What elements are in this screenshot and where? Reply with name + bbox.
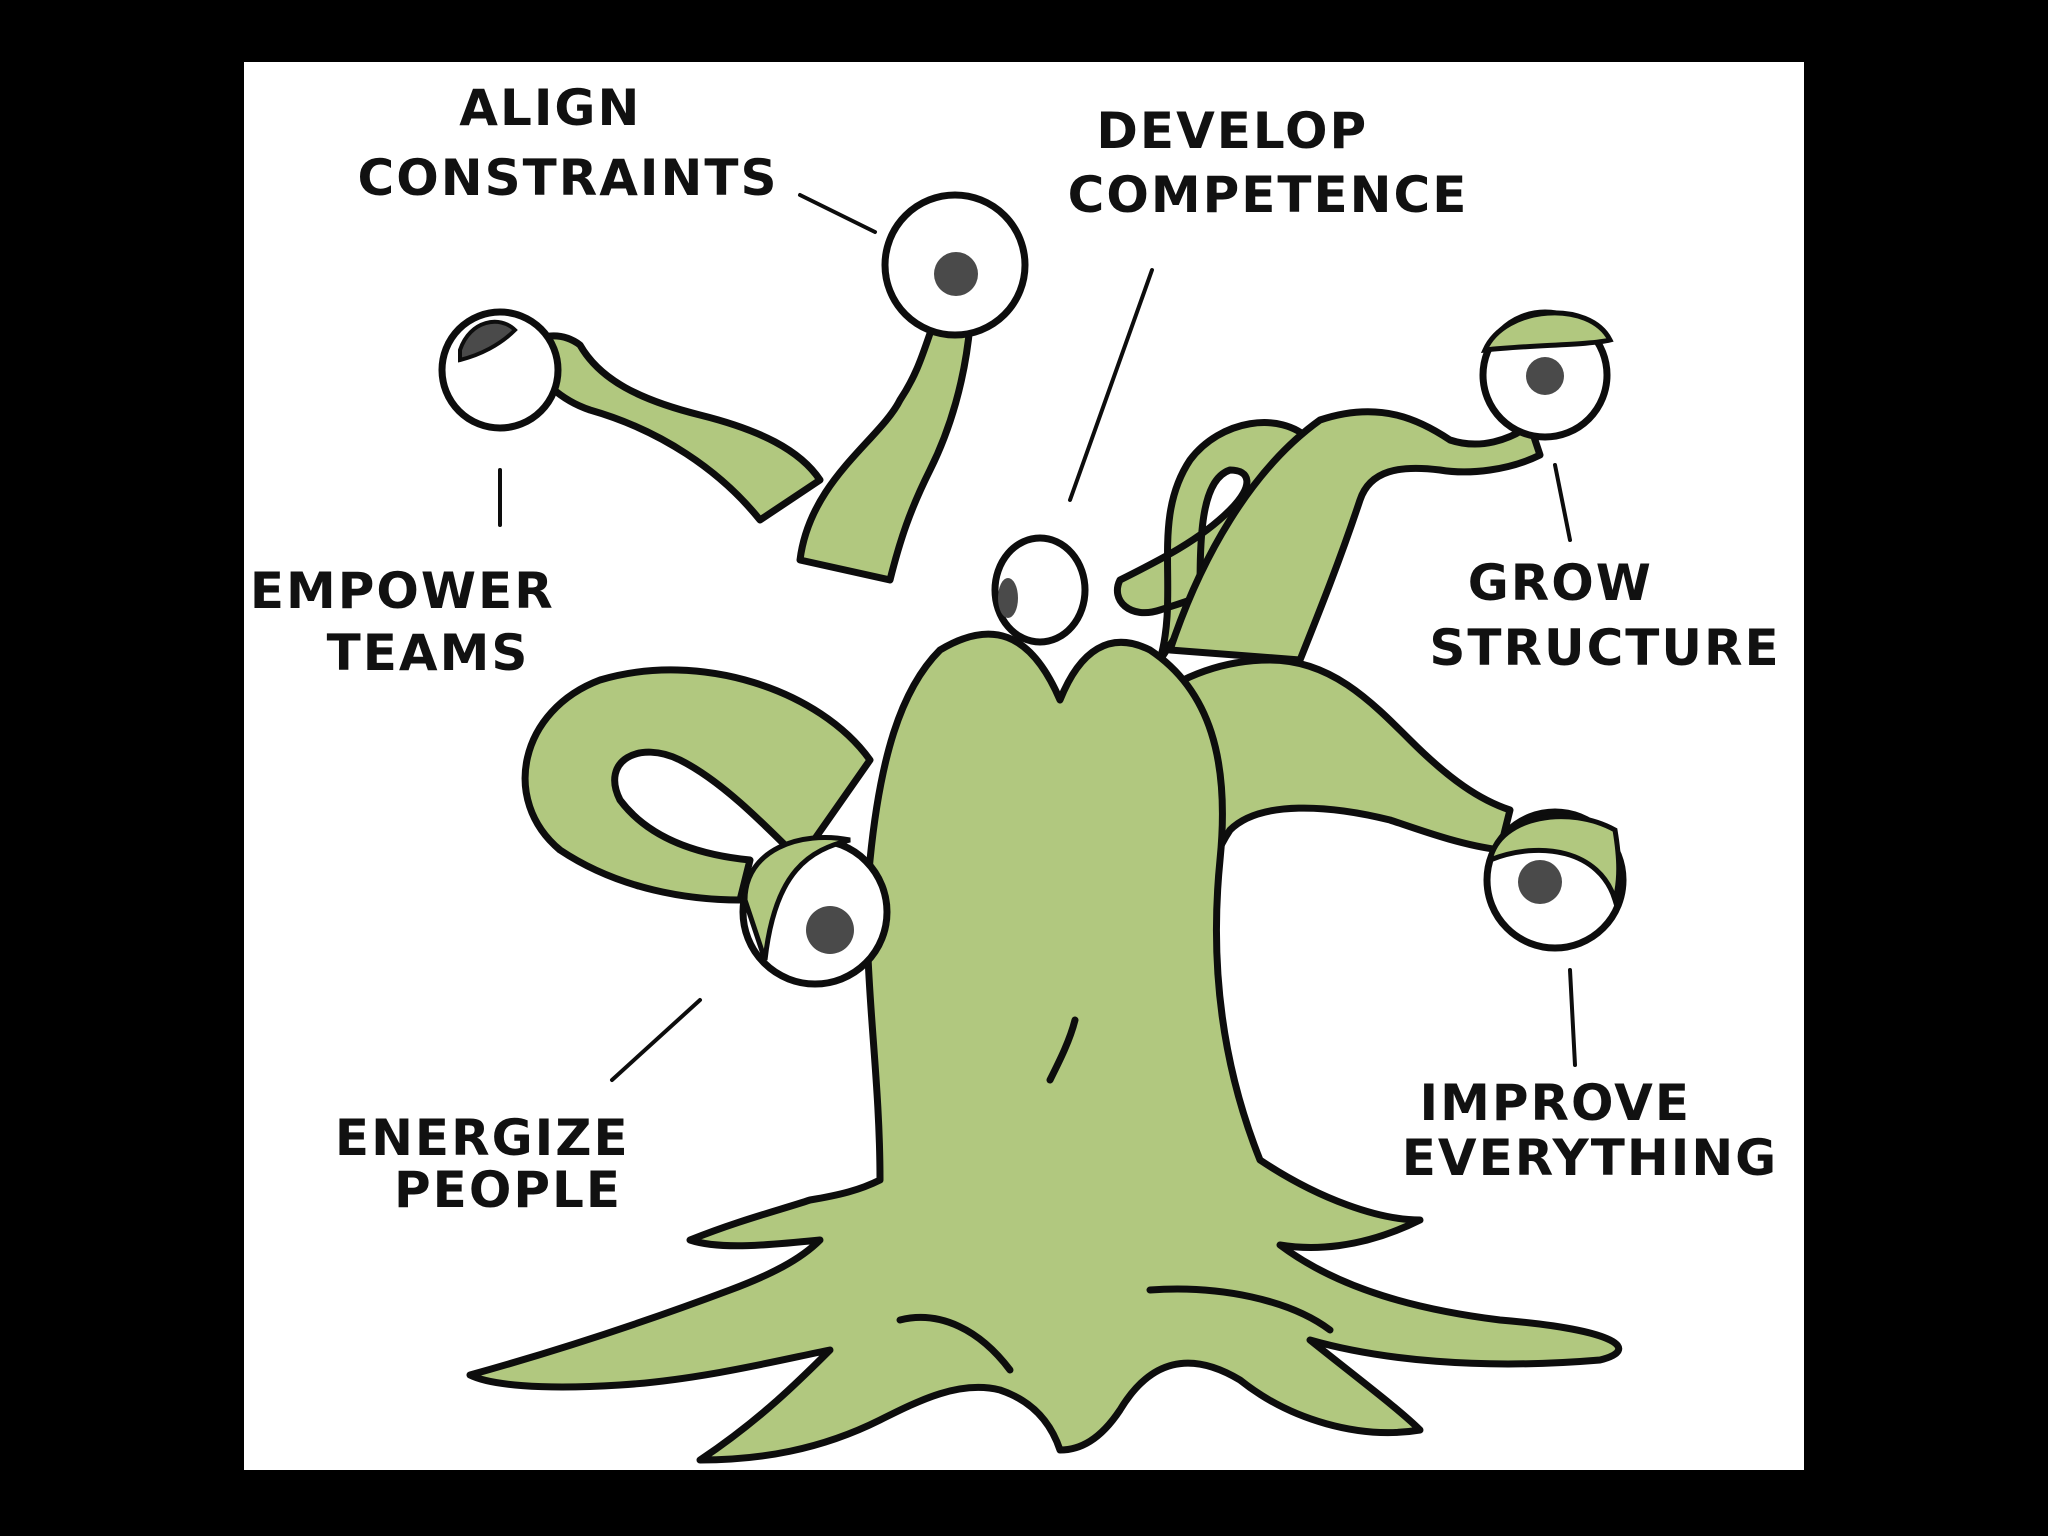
label-empower-line2: TEAMS <box>327 624 530 682</box>
eye-icon-empower <box>442 312 558 428</box>
label-develop-line1: DEVELOP <box>1096 102 1368 160</box>
eye-icon-energize <box>743 838 887 985</box>
label-improve-line2: EVERYTHING <box>1402 1129 1778 1187</box>
label-energize-line1: ENERGIZE <box>335 1109 630 1167</box>
label-grow-line2: STRUCTURE <box>1429 619 1780 677</box>
label-energize-line2: PEOPLE <box>394 1161 622 1219</box>
eye-icon-develop <box>995 538 1085 642</box>
label-improve-line1: IMPROVE <box>1420 1074 1692 1132</box>
label-align-line1: ALIGN <box>459 79 641 137</box>
eye-icon-grow <box>1483 313 1610 437</box>
label-align-line2: CONSTRAINTS <box>358 149 779 207</box>
label-develop-line2: COMPETENCE <box>1068 166 1469 224</box>
label-empower-line1: EMPOWER <box>250 562 555 620</box>
eye-icon-improve <box>1487 812 1623 948</box>
eye-icon-align <box>885 195 1025 335</box>
label-grow-line1: GROW <box>1468 554 1653 612</box>
